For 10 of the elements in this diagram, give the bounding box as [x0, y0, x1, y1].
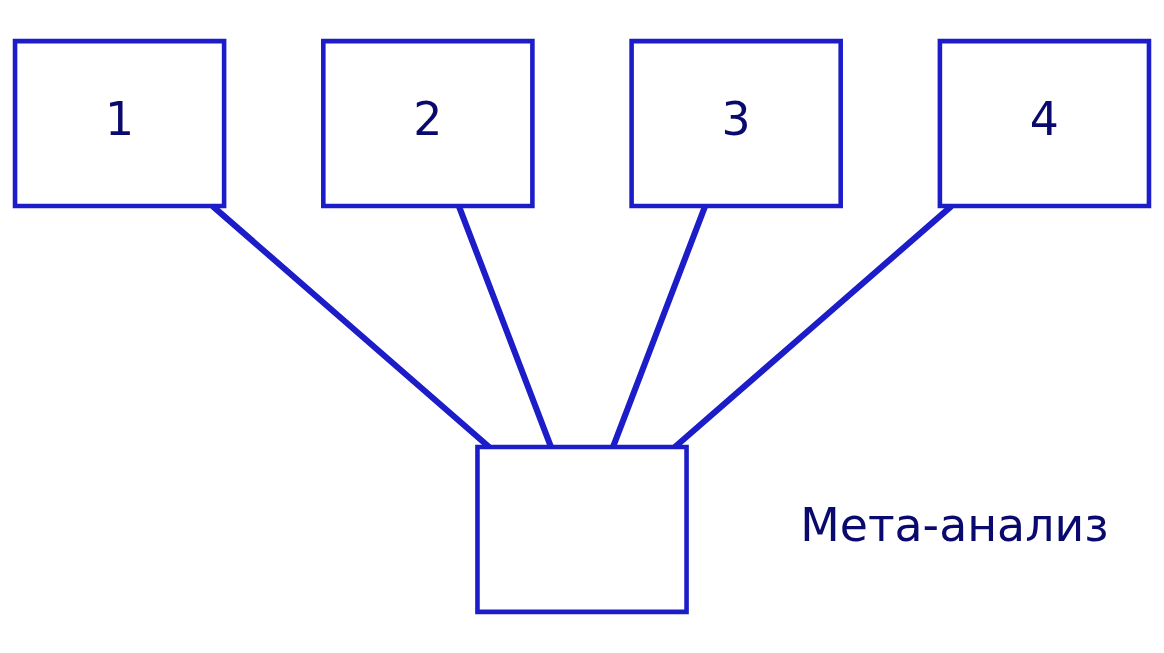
connector [610, 205, 708, 449]
connector [456, 205, 554, 449]
node-box: 1 [12, 38, 227, 209]
connector [210, 203, 492, 450]
node-box: 2 [321, 38, 535, 209]
node-label: Мета-анализ [800, 498, 1109, 552]
node-box: 3 [629, 38, 843, 209]
connector [672, 203, 954, 450]
node-box: 4 [937, 38, 1152, 209]
node-box [475, 444, 689, 615]
